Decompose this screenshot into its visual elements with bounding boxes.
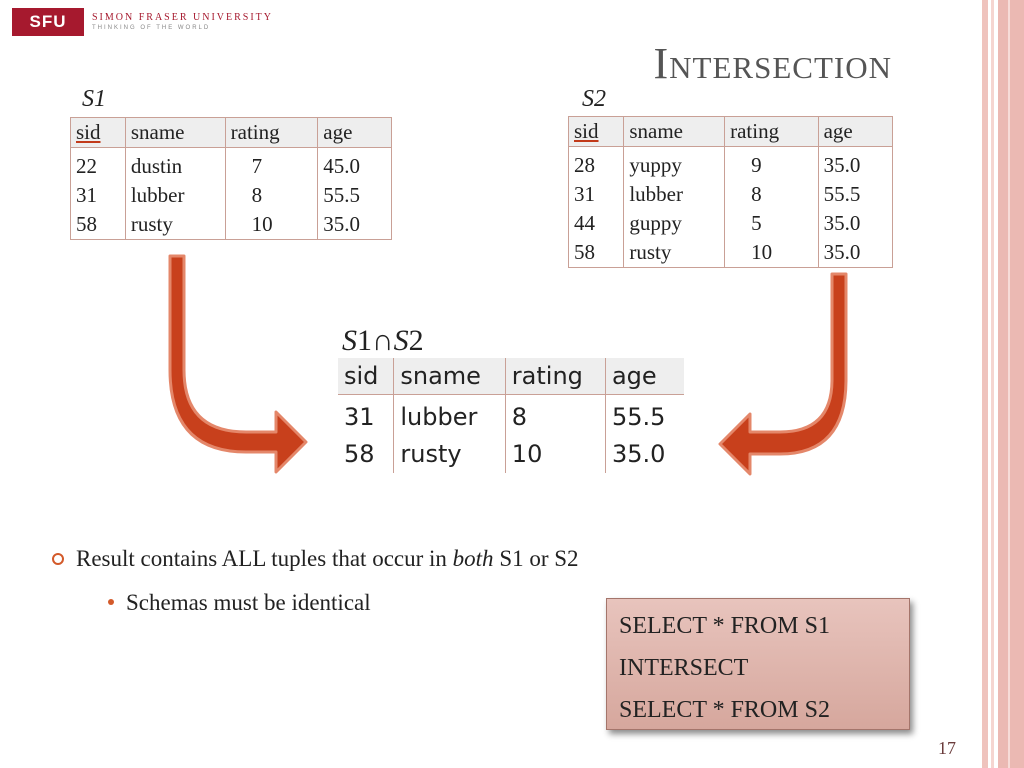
slide-title: Intersection — [653, 39, 892, 88]
table-cell: lubber — [393, 394, 506, 436]
column-header: sid — [70, 117, 126, 148]
s1-table: sid sname rating age 22 dustin 7 45.0 31… — [70, 117, 392, 240]
column-header: rating — [724, 116, 819, 147]
table-row: 31 lubber 8 55.5 — [70, 181, 392, 210]
table-cell: 35.0 — [323, 212, 360, 236]
table-cell: yuppy — [623, 146, 726, 180]
table-row: 31 lubber 8 55.5 — [568, 180, 893, 209]
bullet-sub: Schemas must be identical — [108, 590, 371, 616]
table-cell: 7 — [225, 147, 319, 181]
table-header-row: sid sname rating age — [338, 358, 684, 395]
table-cell: 28 — [568, 146, 625, 180]
column-header: rating — [505, 358, 606, 395]
table-row: 58 rusty 10 35.0 — [70, 210, 392, 240]
bullet-main: Result contains ALL tuples that occur in… — [52, 546, 579, 572]
side-stripe-3 — [998, 0, 1024, 768]
table-cell: rusty — [623, 238, 726, 268]
table-row: 44 guppy 5 35.0 — [568, 209, 893, 238]
table-cell: 35.0 — [823, 153, 861, 177]
table-cell: rusty — [125, 210, 226, 240]
s2-table: sid sname rating age 28 yuppy 9 35.0 31 … — [568, 116, 893, 268]
column-header: sname — [125, 117, 226, 148]
column-header: age — [317, 117, 392, 148]
table-cell: 8 — [505, 394, 606, 436]
table-row: 22 dustin 7 45.0 — [70, 147, 392, 181]
table-cell: 58 — [568, 238, 625, 268]
s2-label: S2 — [582, 86, 606, 112]
table-header-row: sid sname rating age — [70, 117, 392, 148]
table-cell: 58 — [338, 436, 395, 473]
table-cell: rusty — [393, 436, 506, 473]
result-label: S1∩S2 — [342, 324, 424, 357]
table-cell: 55.5 — [823, 182, 861, 206]
table-cell: 55.5 — [611, 403, 666, 431]
table-row: 58 rusty 10 35.0 — [338, 436, 684, 473]
sql-query-box: SELECT * FROM S1 INTERSECT SELECT * FROM… — [606, 598, 910, 730]
table-row: 31 lubber 8 55.5 — [338, 394, 684, 436]
university-name: SIMON FRASER UNIVERSITY — [92, 12, 274, 23]
page-number: 17 — [938, 738, 956, 758]
table-cell: 10 — [505, 436, 606, 473]
sql-line: SELECT * FROM S1 — [619, 613, 830, 639]
column-header: sname — [393, 358, 506, 395]
table-cell: 8 — [225, 181, 319, 210]
table-cell: 45.0 — [323, 154, 360, 178]
table-cell: 55.5 — [323, 183, 360, 207]
left-curved-arrow-icon — [168, 254, 308, 474]
table-row: 58 rusty 10 35.0 — [568, 238, 893, 268]
table-cell: 10 — [225, 210, 319, 240]
table-cell: 35.0 — [823, 211, 861, 235]
sfu-logo: SFU — [12, 8, 84, 36]
table-cell: 31 — [338, 394, 395, 436]
table-cell: 9 — [724, 146, 819, 180]
side-stripe-1 — [982, 0, 988, 768]
table-cell: 35.0 — [823, 240, 861, 264]
table-cell: guppy — [623, 209, 726, 238]
table-cell: 44 — [568, 209, 625, 238]
sql-line: SELECT * FROM S2 — [619, 697, 830, 723]
result-table: sid sname rating age 31 lubber 8 55.5 58… — [338, 358, 684, 473]
column-header: sname — [623, 116, 726, 147]
table-header-row: sid sname rating age — [568, 116, 893, 147]
right-curved-arrow-icon — [718, 272, 848, 476]
sql-line: INTERSECT — [619, 655, 749, 681]
column-header: age — [818, 116, 893, 147]
side-stripe-2 — [991, 0, 994, 768]
bullet-dot-icon — [108, 598, 114, 605]
table-cell: lubber — [623, 180, 726, 209]
column-header: rating — [225, 117, 319, 148]
column-header: sid — [338, 358, 395, 395]
column-header: age — [605, 358, 684, 395]
table-cell: 5 — [724, 209, 819, 238]
side-stripe-4 — [1008, 0, 1010, 768]
table-cell: 58 — [70, 210, 126, 240]
table-cell: 22 — [70, 147, 126, 181]
table-cell: 8 — [724, 180, 819, 209]
table-cell: 10 — [724, 238, 819, 268]
table-row: 28 yuppy 9 35.0 — [568, 146, 893, 180]
column-header: sid — [568, 116, 625, 147]
table-cell: 31 — [70, 181, 126, 210]
university-tagline: THINKING OF THE WORLD — [92, 25, 211, 31]
table-cell: 35.0 — [611, 440, 666, 468]
table-cell: dustin — [125, 147, 226, 181]
table-cell: 31 — [568, 180, 625, 209]
bullet-circle-icon — [52, 552, 64, 565]
table-cell: lubber — [125, 181, 226, 210]
s1-label: S1 — [82, 86, 106, 112]
